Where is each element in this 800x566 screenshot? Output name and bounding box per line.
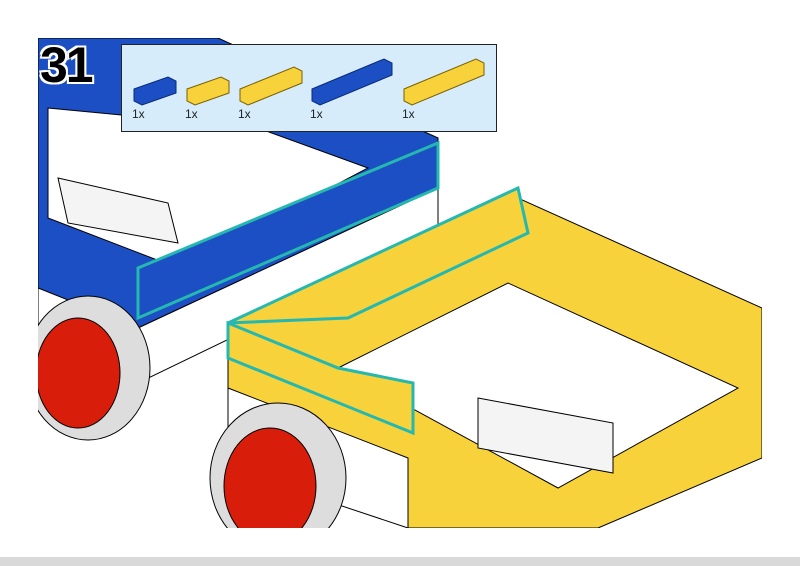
part-yellow-1x8 <box>402 57 486 107</box>
build-illustration <box>38 38 762 528</box>
highlighted-yellow-brick-short <box>226 320 415 436</box>
part-qty: 1x <box>402 107 415 121</box>
bottom-bar <box>0 557 800 566</box>
highlighted-blue-brick <box>136 140 440 321</box>
part-yellow-1x4 <box>185 75 231 107</box>
part-qty: 1x <box>132 107 145 121</box>
parts-list-panel: 1x 1x 1x 1x 1x <box>121 44 497 132</box>
part-qty: 1x <box>238 107 251 121</box>
part-blue-1x8 <box>310 57 394 107</box>
car-wheel-hub <box>38 317 121 429</box>
trailer-wheel-hub <box>223 427 317 528</box>
part-yellow-1x6 <box>238 65 304 107</box>
part-qty: 1x <box>185 107 198 121</box>
step-number: 31 <box>40 37 94 93</box>
part-blue-1x4 <box>132 75 178 107</box>
trailer-white-block <box>477 397 614 474</box>
car-white-block <box>57 177 179 244</box>
part-qty: 1x <box>310 107 323 121</box>
highlighted-yellow-brick-long <box>227 185 530 325</box>
